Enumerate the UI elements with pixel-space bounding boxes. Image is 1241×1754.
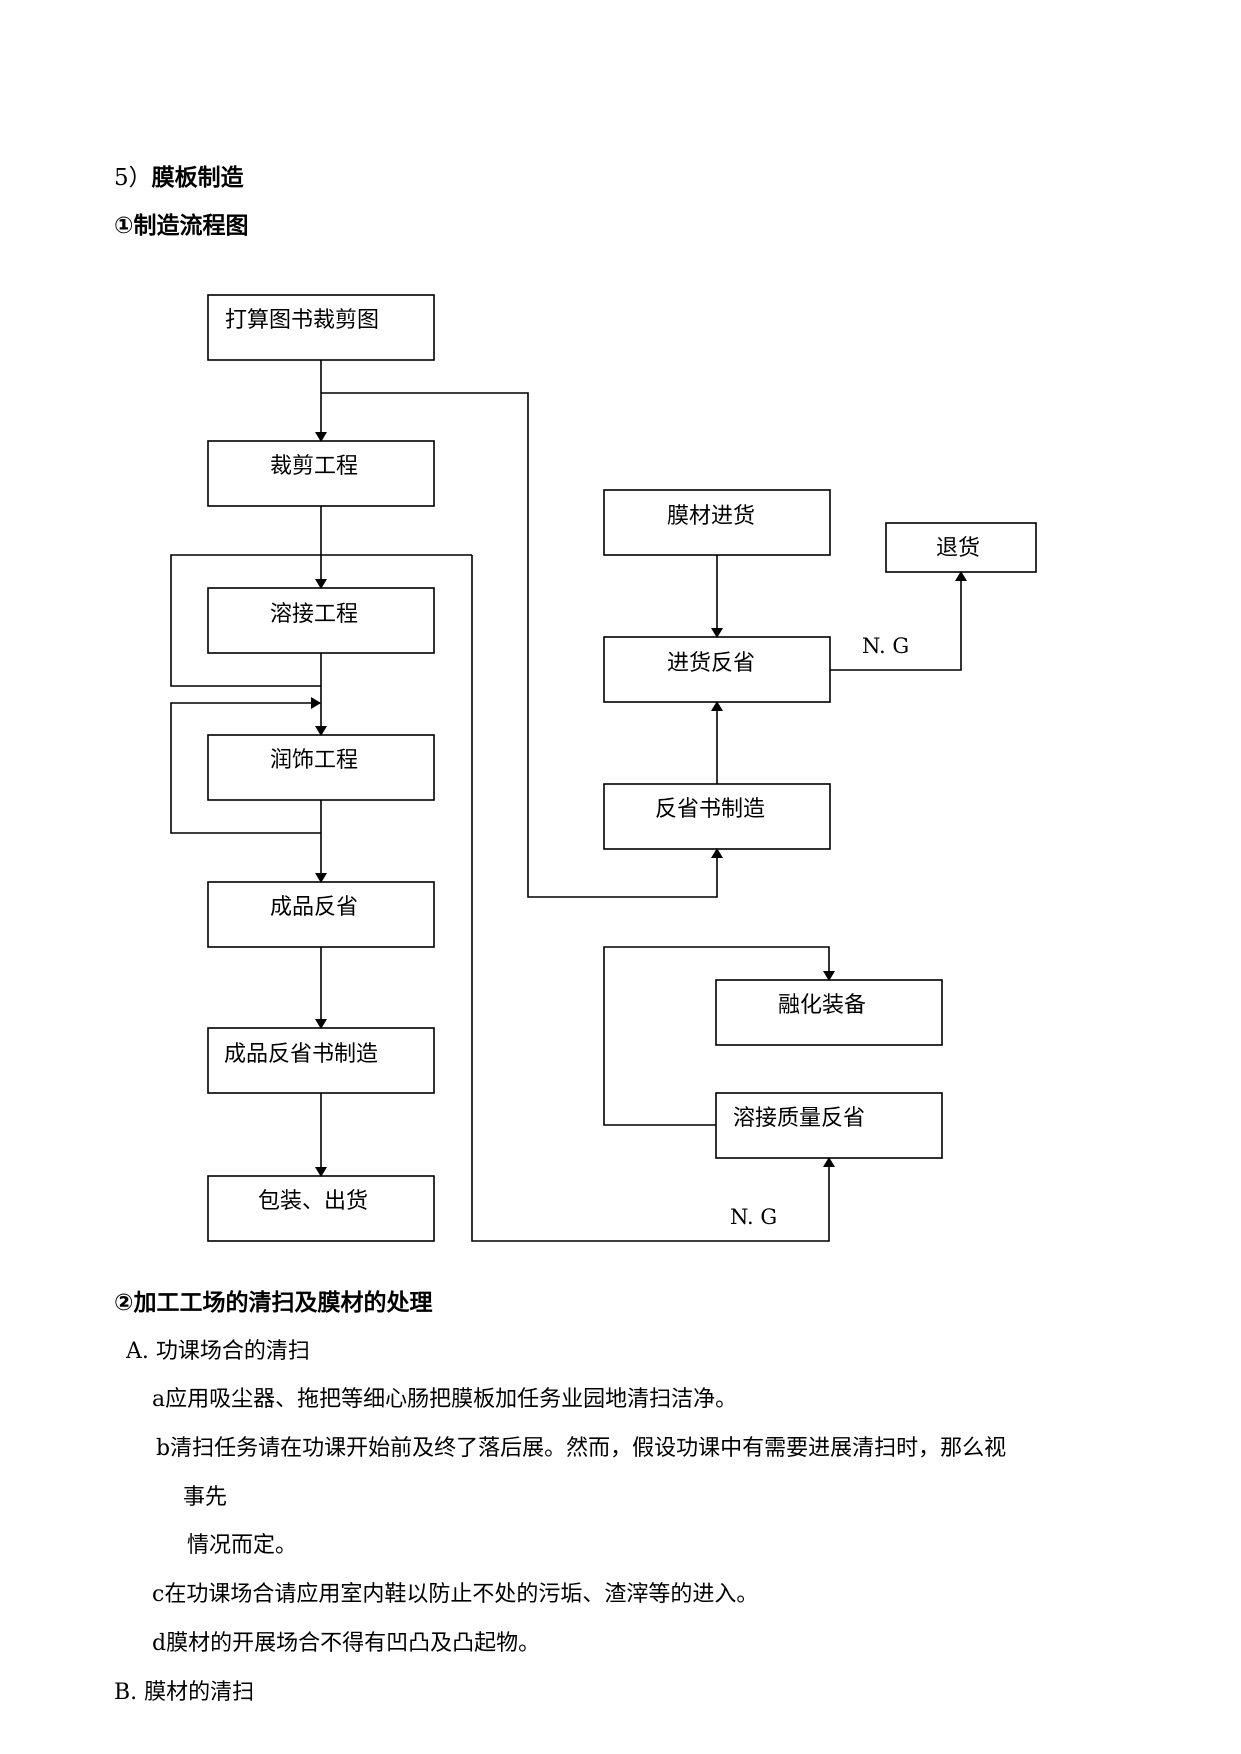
box-return-label: 退货	[936, 536, 980, 561]
loop-weld-quality	[603, 946, 835, 1126]
box-cut-label: 裁剪工程	[270, 454, 358, 479]
box-weld-label: 溶接工程	[270, 602, 358, 627]
flowchart-heading: ①制造流程图	[114, 213, 249, 239]
box-check-report-label: 反省书制造	[655, 797, 765, 822]
box-pack-label: 包装、出货	[258, 1189, 368, 1214]
loop-weld	[170, 554, 321, 687]
section-number: 5）	[114, 165, 152, 191]
item-b-line3: 情况而定。	[187, 1533, 298, 1558]
box-product-report-label: 成品反省书制造	[224, 1042, 378, 1067]
box-purchase-label: 膜材进货	[667, 504, 755, 529]
item-B: B. 膜材的清扫	[114, 1680, 255, 1705]
box-plan-label: 打算图书裁剪图	[225, 308, 379, 333]
item-b-line1: b清扫任务请在功课开始前及终了落后展。然而，假设功课中有需要进展清扫时，那么视	[156, 1436, 1007, 1461]
item-A: A. 功课场合的清扫	[126, 1339, 310, 1364]
box-incoming-check-label: 进货反省	[667, 651, 755, 676]
section-title: 膜板制造	[151, 165, 244, 191]
box-weld-check-label: 溶接质量反省	[733, 1106, 865, 1131]
loop-finish	[170, 697, 321, 834]
ng-label-return: N. G	[862, 634, 909, 658]
box-product-check-label: 成品反省	[270, 895, 358, 920]
item-a: a应用吸尘器、拖把等细心肠把膜板加任务业园地清扫洁净。	[152, 1387, 738, 1412]
line-to-check-report	[321, 392, 723, 898]
section-heading: 5）膜板制造	[114, 158, 244, 192]
item-c: c在功课场合请应用室内鞋以防止不处的污垢、渣滓等的进入。	[152, 1582, 759, 1607]
box-finish-label: 润饰工程	[270, 748, 358, 773]
item-b-line2: 事先	[183, 1485, 228, 1510]
arrow-ng-return	[830, 571, 967, 671]
line-ng-weld-check	[471, 555, 835, 1242]
box-fusion-label: 融化装备	[778, 993, 866, 1018]
processing-heading: ②加工工场的清扫及膜材的处理	[114, 1290, 433, 1316]
ng-label-weld-check: N. G	[730, 1205, 777, 1229]
item-d: d膜材的开展场合不得有凹凸及凸起物。	[152, 1631, 541, 1656]
